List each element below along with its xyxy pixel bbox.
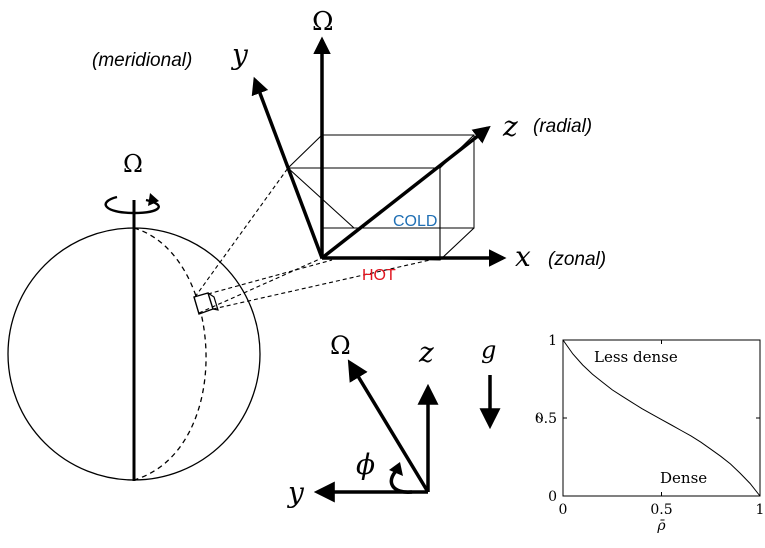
y-tick-label: 0.5	[535, 411, 557, 427]
phi-angle-arc	[389, 468, 413, 494]
angle-omega-axis	[347, 359, 430, 493]
y-tick-label: 0	[548, 489, 557, 505]
cold-label: COLD	[393, 213, 437, 230]
density-curve	[562, 339, 761, 497]
phi-label: ϕ	[356, 448, 375, 481]
radial-descriptor: (radial)	[533, 116, 592, 137]
annotation-less-dense: Less dense	[594, 348, 678, 366]
meridional-descriptor: (meridional)	[92, 50, 192, 71]
x-axis-label: ρ̄	[656, 518, 666, 534]
box-y-axis	[251, 76, 324, 259]
surface-box	[193, 292, 219, 315]
y-axis-label: y	[230, 38, 249, 71]
x-axis-label: x	[515, 240, 531, 273]
box-axes	[251, 36, 507, 267]
hot-label: HOT	[362, 267, 396, 284]
y-tick-label: 1	[548, 333, 557, 349]
x-tick-label: 0.5	[650, 502, 672, 518]
gravity-label: g	[481, 336, 496, 364]
rotation-arrow-icon	[104, 193, 160, 215]
zonal-descriptor: (zonal)	[548, 249, 606, 270]
y-axis-label: z	[532, 414, 546, 422]
angle-y-label: y	[286, 476, 305, 509]
sphere-omega-label: Ω	[123, 150, 143, 178]
annotation-dense: Dense	[660, 469, 707, 487]
projection-lines	[194, 167, 431, 314]
angle-z-label: z	[418, 336, 434, 369]
sphere-meridian-back	[133, 227, 207, 481]
angle-omega-label: Ω	[330, 331, 351, 360]
x-tick-label: 1	[756, 502, 765, 518]
box-z-axis	[320, 125, 491, 260]
sphere-group: Ω	[7, 150, 261, 481]
phi-arc-head	[389, 462, 403, 476]
box-omega-label: Ω	[312, 7, 334, 37]
z-axis-label: z	[502, 110, 518, 143]
x-tick-label: 0	[559, 502, 568, 518]
